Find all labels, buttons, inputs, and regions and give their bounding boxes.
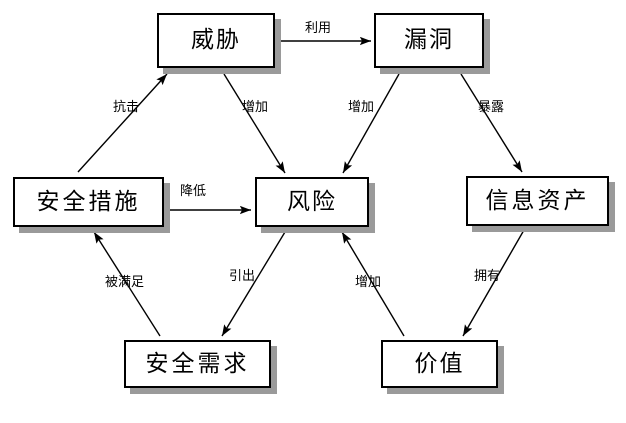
node-label: 漏洞 [404,27,454,53]
node-label: 安全需求 [145,350,250,377]
node-risk[interactable]: 风险 [255,177,369,227]
node-label: 价值 [414,350,465,377]
edge-label-safeguard-reduces-risk: 降低 [180,184,207,199]
edge-safeguard-resists-threat [77,73,168,173]
node-requirement[interactable]: 安全需求 [124,340,271,388]
edge-label-vulnerability-increases-risk: 增加 [348,100,375,115]
edge-label-vulnerability-exposes-asset: 暴露 [478,100,505,115]
node-label: 信息资产 [485,187,590,214]
edge-value-increases-risk [341,231,405,337]
edge-label-requirement-satisfies-safeguard: 被满足 [105,275,145,290]
edge-label-threat-increases-risk: 增加 [242,100,269,115]
node-safeguard[interactable]: 安全措施 [13,177,164,227]
node-vulnerability[interactable]: 漏洞 [374,13,484,68]
edge-label-threat-exploits-vulnerability: 利用 [305,21,332,36]
edge-label-asset-owns-value: 拥有 [474,269,501,284]
edge-vulnerability-increases-risk [342,73,400,174]
node-value[interactable]: 价值 [381,340,498,388]
edge-label-risk-derives-requirement: 引出 [229,269,256,284]
edge-risk-derives-requirement [221,231,286,337]
edge-asset-owns-value [462,229,525,337]
node-label: 威胁 [191,27,241,53]
edge-threat-increases-risk [223,73,286,174]
edge-label-value-increases-risk: 增加 [355,275,382,290]
edge-vulnerability-exposes-asset [460,73,523,173]
node-threat[interactable]: 威胁 [157,13,275,68]
edge-requirement-satisfies-safeguard [93,231,161,337]
node-asset[interactable]: 信息资产 [466,176,609,226]
edge-label-safeguard-resists-threat: 抗击 [113,100,140,115]
node-label: 安全措施 [36,188,141,215]
node-label: 风险 [287,188,337,215]
